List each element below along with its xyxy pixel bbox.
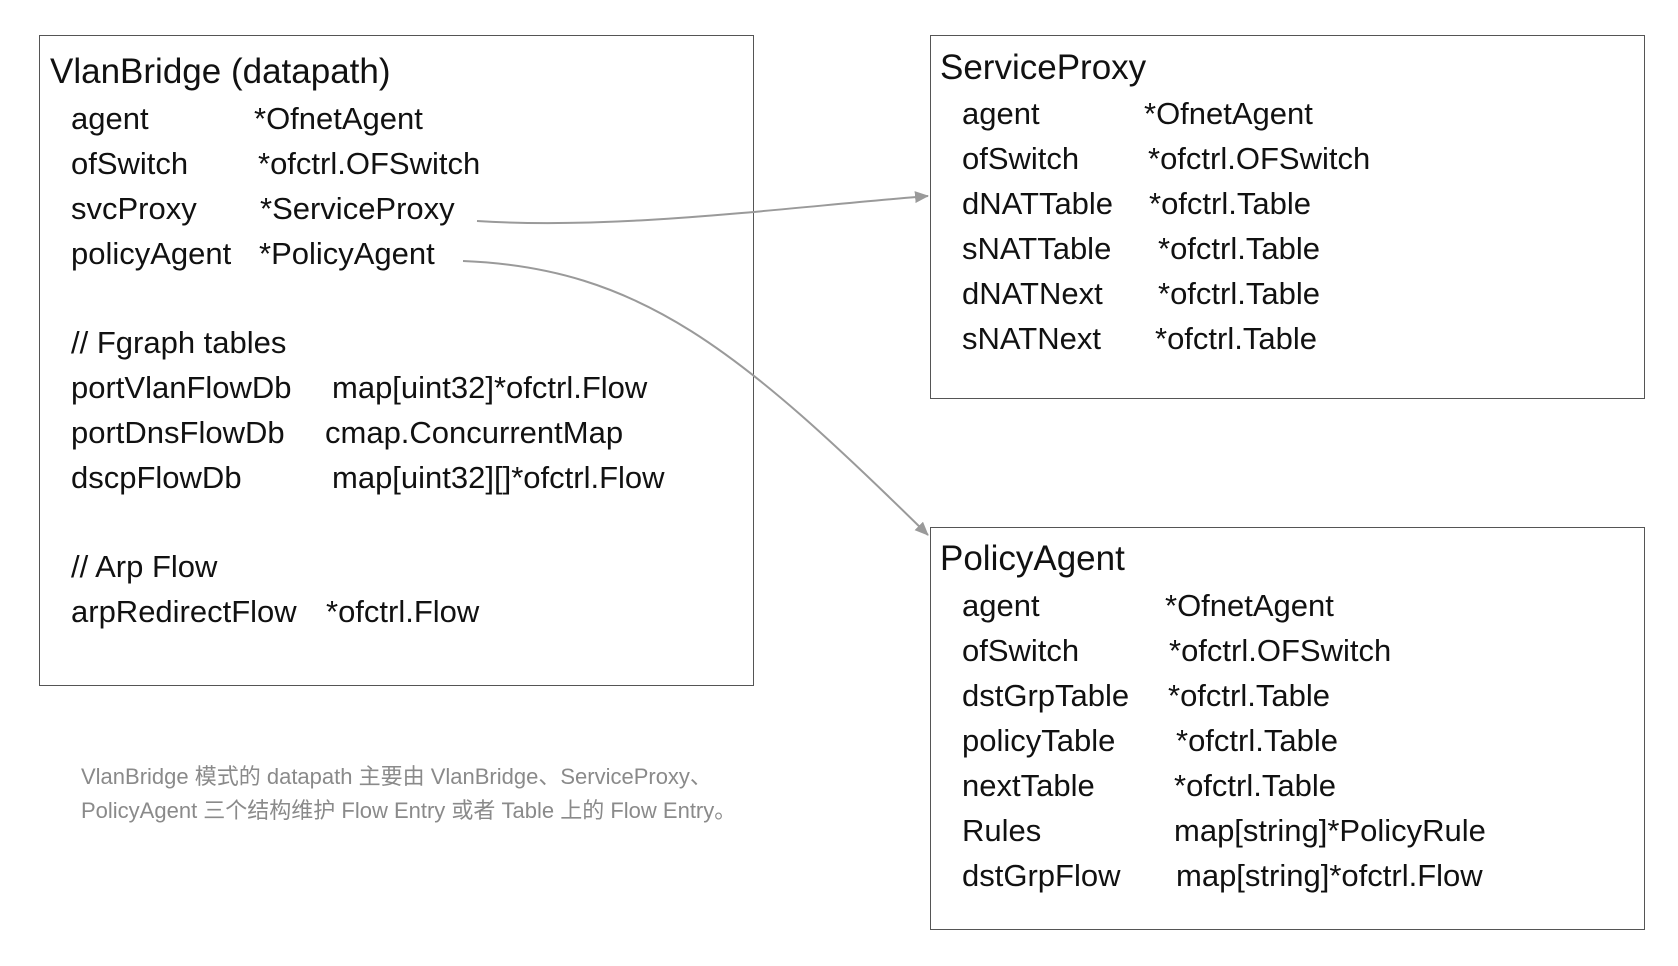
field-type: *ofctrl.OFSwitch [258,146,481,181]
field-type: *ofctrl.Table [1158,231,1320,266]
field-name: svcProxy [71,191,197,226]
field-name: portVlanFlowDb [71,370,292,405]
field-name: dstGrpFlow [962,858,1121,893]
field-name: dstGrpTable [962,678,1130,713]
field-type: *ofctrl.OFSwitch [1169,633,1392,668]
field-type: *ofctrl.Table [1174,768,1336,803]
arp-flow-comment: // Arp Flow [71,549,218,584]
diagram-caption: VlanBridge 模式的 datapath 主要由 VlanBridge、S… [81,760,736,828]
field-type: *ofctrl.Table [1158,276,1320,311]
field-name: policyTable [962,723,1116,758]
vlan-bridge-title: VlanBridge (datapath) [50,52,391,91]
field-name: dNATTable [962,186,1114,221]
field-name: arpRedirectFlow [71,594,297,629]
caption-line-2: PolicyAgent 三个结构维护 Flow Entry 或者 Table 上… [81,798,737,823]
field-name: agent [71,101,149,136]
field-name: dNATNext [962,276,1103,311]
field-type: cmap.ConcurrentMap [325,415,624,450]
field-name: policyAgent [71,236,232,271]
field-type: *ofctrl.Table [1155,321,1317,356]
field-name: sNATTable [962,231,1112,266]
field-name: Rules [962,813,1042,848]
field-name: ofSwitch [962,141,1080,176]
field-type: *ServiceProxy [260,191,455,226]
field-type: *ofctrl.OFSwitch [1148,141,1371,176]
field-type: map[string]*PolicyRule [1174,813,1486,848]
field-type: map[string]*ofctrl.Flow [1176,858,1483,893]
field-type: *OfnetAgent [1144,96,1313,131]
service-proxy-title: ServiceProxy [940,48,1147,87]
field-type: *ofctrl.Table [1176,723,1338,758]
field-name: dscpFlowDb [71,460,242,495]
field-type: *ofctrl.Flow [326,594,480,629]
field-name: ofSwitch [71,146,189,181]
field-type: *ofctrl.Table [1149,186,1311,221]
field-name: portDnsFlowDb [71,415,285,450]
field-name: ofSwitch [962,633,1080,668]
field-type: *OfnetAgent [1165,588,1334,623]
field-name: agent [962,96,1040,131]
field-name: nextTable [962,768,1095,803]
caption-line-1: VlanBridge 模式的 datapath 主要由 VlanBridge、S… [81,764,712,789]
policy-agent-box [930,527,1645,930]
field-type: map[uint32][]*ofctrl.Flow [332,460,665,495]
field-type: *PolicyAgent [259,236,435,271]
field-name: agent [962,588,1040,623]
fgraph-tables-comment: // Fgraph tables [71,325,287,360]
policy-agent-title: PolicyAgent [940,539,1125,578]
service-proxy-box [930,35,1645,399]
field-type: *ofctrl.Table [1168,678,1330,713]
field-name: sNATNext [962,321,1101,356]
field-type: *OfnetAgent [254,101,423,136]
field-type: map[uint32]*ofctrl.Flow [332,370,648,405]
